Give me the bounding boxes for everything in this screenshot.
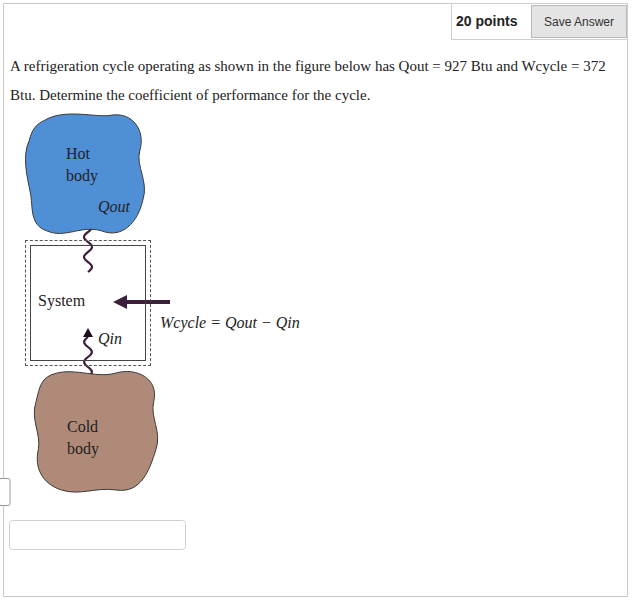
heat-label: Qout (98, 198, 130, 216)
heat-label: Qin (98, 330, 122, 348)
node-label: System (38, 292, 85, 310)
node-label: 20 points (456, 13, 517, 29)
node-label: Save Answer (538, 15, 620, 29)
work-equation: Wcycle = Qout − Qin (160, 314, 300, 332)
node-label: Hot body (66, 143, 110, 187)
points-header: 20 points Save Answer (451, 3, 628, 40)
hot-body: Hot body (24, 110, 148, 238)
work-arrow (124, 300, 170, 304)
question-text: A refrigeration cycle operating as shown… (10, 52, 610, 110)
question-card (4, 4, 628, 597)
answer-input (10, 521, 186, 550)
answer-unit-box (0, 479, 10, 506)
node-label: Cold body (67, 416, 111, 460)
save-answer-button: Save Answer (531, 5, 627, 38)
cold-body: Cold body (32, 369, 158, 495)
arrowhead (83, 328, 93, 337)
system-box: System (25, 240, 151, 366)
work-arrowhead (113, 295, 127, 309)
